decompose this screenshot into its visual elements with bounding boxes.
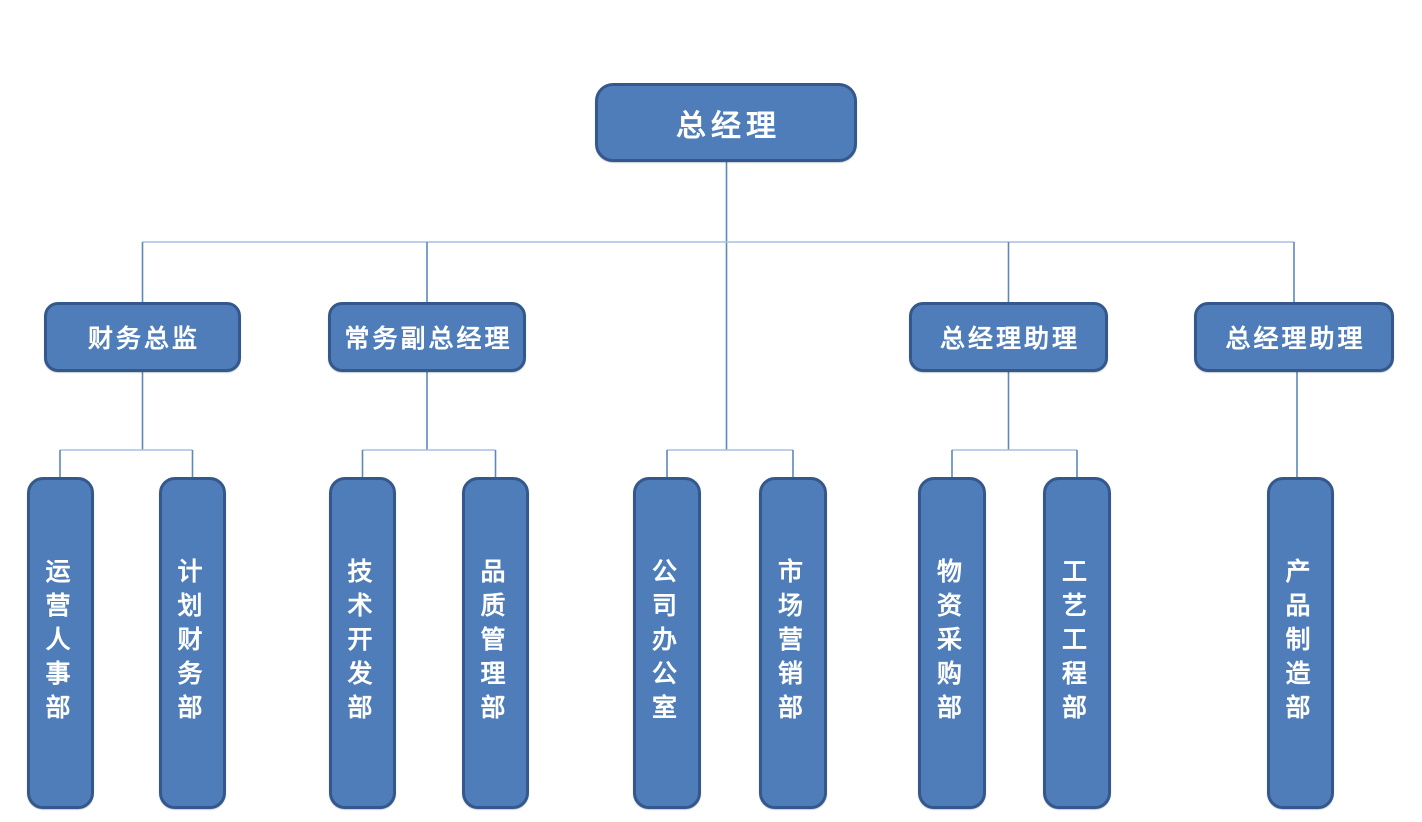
node-label: 常务副总经理 bbox=[344, 324, 513, 353]
node-label: 工艺工程部 bbox=[1058, 558, 1088, 728]
node-executive-deputy-gm: 常务副总经理 bbox=[328, 302, 526, 372]
dept-tech-development: 技术开发部 bbox=[329, 477, 396, 809]
node-general-manager: 总经理 bbox=[595, 83, 857, 162]
dept-quality-management: 品质管理部 bbox=[462, 477, 529, 809]
node-label: 市场营销部 bbox=[774, 558, 804, 728]
node-gm-assistant-1: 总经理助理 bbox=[909, 302, 1108, 372]
node-label: 总经理 bbox=[676, 108, 781, 144]
dept-product-manufacturing: 产品制造部 bbox=[1267, 477, 1334, 809]
dept-planning-finance: 计划财务部 bbox=[159, 477, 226, 809]
node-label: 运营人事部 bbox=[42, 558, 71, 728]
node-finance-director: 财务总监 bbox=[44, 302, 241, 372]
dept-materials-procurement: 物资采购部 bbox=[918, 477, 986, 809]
node-label: 财务总监 bbox=[87, 324, 200, 353]
dept-operations-hr: 运营人事部 bbox=[27, 477, 94, 809]
node-label: 总经理助理 bbox=[939, 324, 1080, 353]
node-label: 技术开发部 bbox=[344, 558, 373, 728]
node-label: 计划财务部 bbox=[174, 558, 203, 728]
node-label: 公司办公室 bbox=[648, 558, 678, 728]
dept-marketing: 市场营销部 bbox=[759, 477, 827, 809]
node-label: 品质管理部 bbox=[477, 558, 506, 728]
dept-company-office: 公司办公室 bbox=[633, 477, 701, 809]
node-label: 总经理助理 bbox=[1225, 324, 1366, 353]
node-gm-assistant-2: 总经理助理 bbox=[1194, 302, 1394, 372]
node-label: 产品制造部 bbox=[1282, 558, 1311, 728]
node-label: 物资采购部 bbox=[933, 558, 963, 728]
dept-process-engineering: 工艺工程部 bbox=[1043, 477, 1111, 809]
